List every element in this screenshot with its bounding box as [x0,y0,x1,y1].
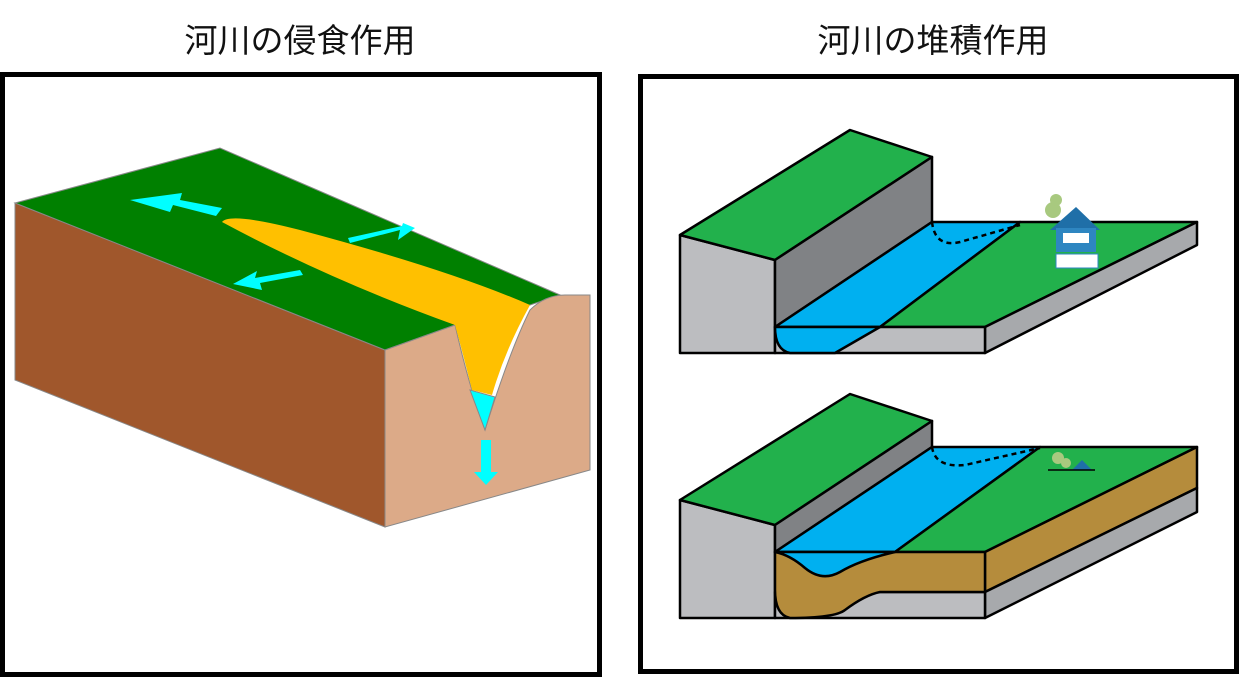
buried-house-icon [1048,452,1095,471]
arrow-icon [130,193,222,216]
house-icon [1045,194,1100,269]
river-water [469,389,496,432]
river-cross-section [773,550,897,578]
arrow-icon [348,223,415,243]
deposition-block-bottom [678,392,1199,620]
river-cross-section [773,325,882,355]
flood-line [930,446,1041,467]
deposition-title: 河川の堆積作用 [817,21,1049,60]
erosion-arrows [130,193,498,485]
flood-line [930,221,1021,245]
erosion-block [13,147,591,528]
arrow-icon [233,270,303,290]
erosion-title: 河川の侵食作用 [184,21,416,60]
block-side-face [384,294,591,528]
deposition-block-top [678,128,1199,355]
arrow-down-icon [474,440,498,485]
river-erosion-area [222,218,530,395]
